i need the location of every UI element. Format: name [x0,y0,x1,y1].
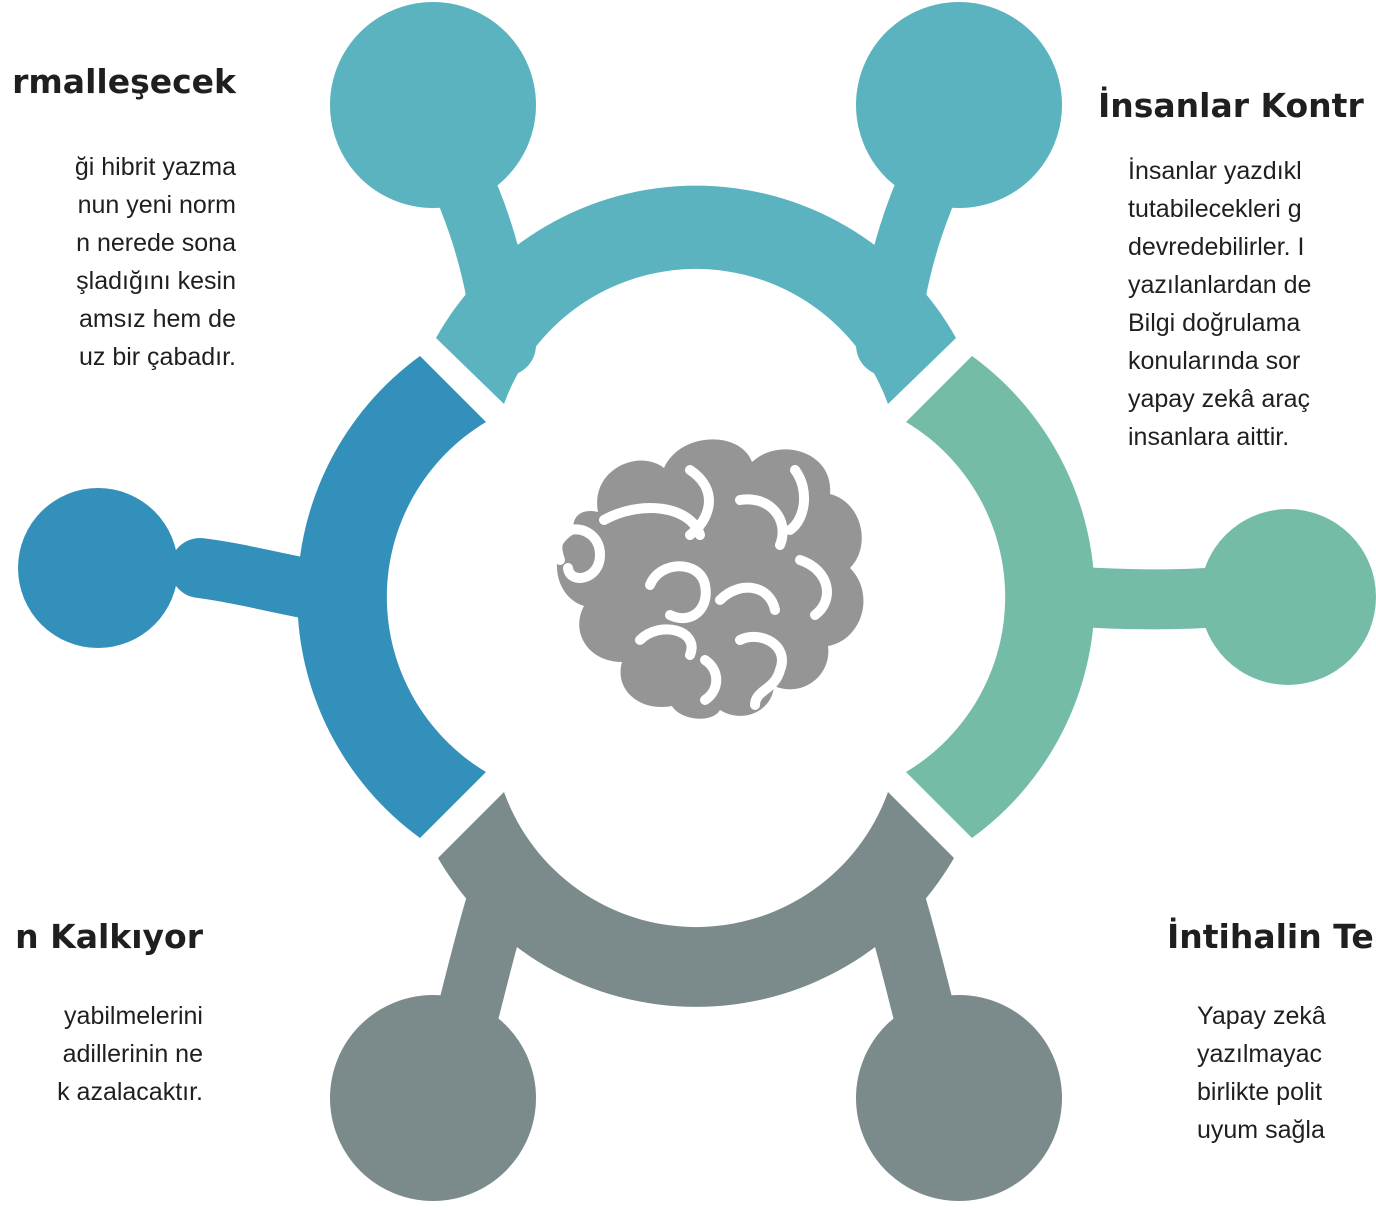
top-right-node [856,2,1062,208]
right-arc [906,356,1095,838]
right-node [1200,509,1376,685]
top-left-stem [439,169,536,376]
top-left-line: amsız hem de [78,305,236,333]
bottom-right-line: uyum sağla [1197,1116,1325,1144]
segment-separators [406,316,986,880]
separator-bottom-right [873,767,986,880]
left-node [18,488,178,648]
bottom-left-heading: n Kalkıyor [15,917,203,956]
top-right-line: Bilgi doğrulama [1128,309,1301,337]
top-left-text-block: rmalleşecek ği hibrit yazma nun yeni nor… [0,62,236,376]
top-right-line: yazılanlardan de [1128,271,1312,299]
top-right-stem [856,169,953,376]
top-left-node [330,2,536,208]
bottom-right-line: birlikte polit [1197,1078,1323,1106]
top-segment [330,2,1062,404]
top-right-line: İnsanlar yazdıkl [1128,157,1302,185]
bottom-right-line: Yapay zekâ [1197,1002,1326,1030]
top-right-line: konularında sor [1128,347,1301,375]
top-left-line: nun yeni norm [77,191,236,219]
top-left-line: şladığını kesin [76,267,236,295]
top-left-line: n nerede sona [76,229,236,257]
top-right-text-block: İnsanlar Kontr İnsanlar yazdıkl tutabile… [1098,86,1364,456]
bottom-left-line: k azalacaktır. [57,1078,203,1106]
bottom-segment [330,792,1062,1201]
top-left-heading: rmalleşecek [12,62,236,101]
bottom-left-body: yabilmelerini adillerinin ne k azalacakt… [0,997,203,1111]
top-right-heading: İnsanlar Kontr [1098,86,1364,125]
right-segment [906,356,1376,838]
left-segment [18,356,486,838]
left-arc [297,356,486,838]
top-left-body: ği hibrit yazma nun yeni norm n nerede s… [0,148,236,376]
top-right-line: devredebilirler. I [1128,233,1305,261]
top-arc [436,185,956,404]
bottom-right-line: yazılmayac [1197,1040,1323,1068]
bottom-arc [438,792,954,1007]
separator-top-left [406,316,519,429]
bottom-right-heading: İntihalin Te [1167,917,1374,956]
brain-icon [552,439,864,719]
top-right-body: İnsanlar yazdıkl tutabilecekleri g devre… [1128,152,1364,456]
left-stem [170,538,345,620]
bottom-right-body: Yapay zekâ yazılmayac birlikte polit uyu… [1197,997,1374,1149]
bottom-right-node [856,995,1062,1201]
bottom-right-text-block: İntihalin Te Yapay zekâ yazılmayac birli… [1167,917,1374,1149]
bottom-left-line: adillerinin ne [62,1040,203,1068]
top-right-line: insanlara aittir. [1128,423,1290,451]
top-right-line: tutabilecekleri g [1128,195,1302,223]
top-left-line: ği hibrit yazma [74,153,236,181]
right-stem [1050,567,1250,630]
bottom-left-node [330,995,536,1201]
separator-bottom-left [406,767,519,880]
top-left-line: uz bir çabadır. [78,343,236,371]
separator-top-right [873,316,986,429]
top-right-line: yapay zekâ araç [1128,385,1311,413]
bottom-left-text-block: n Kalkıyor yabilmelerini adillerinin ne … [0,917,203,1111]
bottom-left-line: yabilmelerini [64,1002,203,1030]
